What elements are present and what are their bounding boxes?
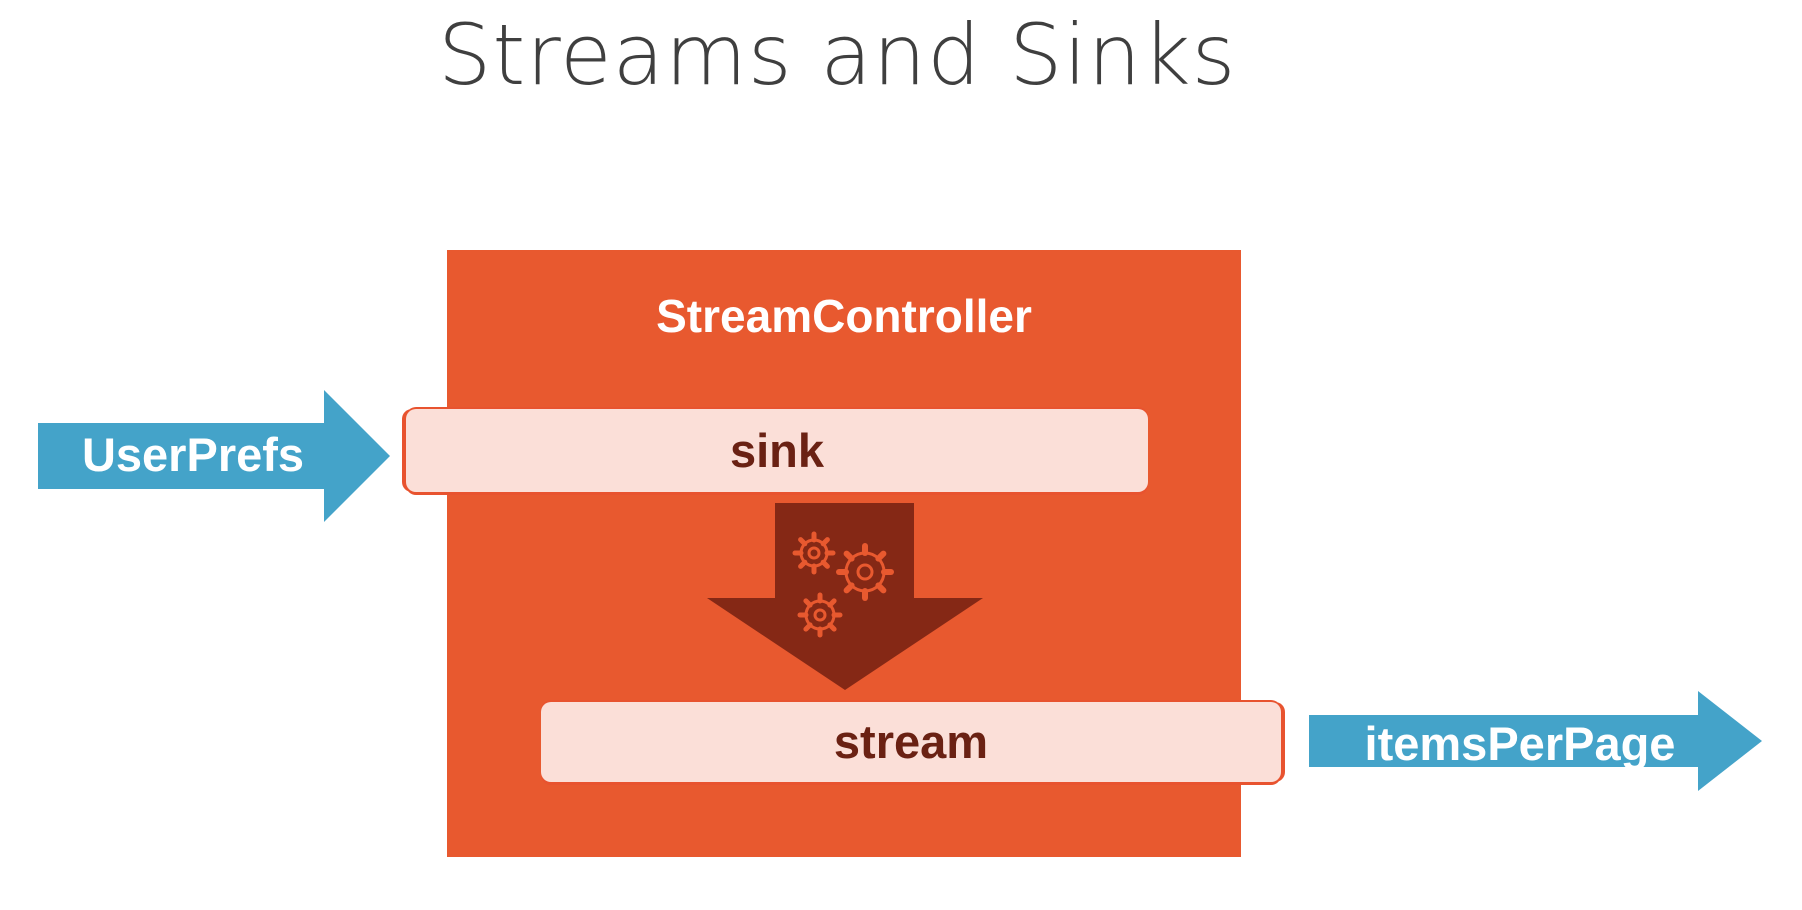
input-arrow	[38, 390, 390, 522]
slide-title: Streams and Sinks	[438, 6, 1237, 104]
stream-box: stream	[541, 702, 1281, 782]
sink-box: sink	[406, 409, 1148, 492]
sink-label: sink	[729, 424, 825, 477]
process-arrow	[707, 503, 983, 690]
stream-label: stream	[833, 715, 989, 768]
output-arrow	[1309, 691, 1762, 791]
output-arrow-label: itemsPerPage	[1364, 717, 1676, 770]
input-arrow-label: UserPrefs	[81, 428, 305, 481]
gears-icon	[792, 531, 894, 638]
stream-controller-label: StreamController	[656, 290, 1032, 342]
